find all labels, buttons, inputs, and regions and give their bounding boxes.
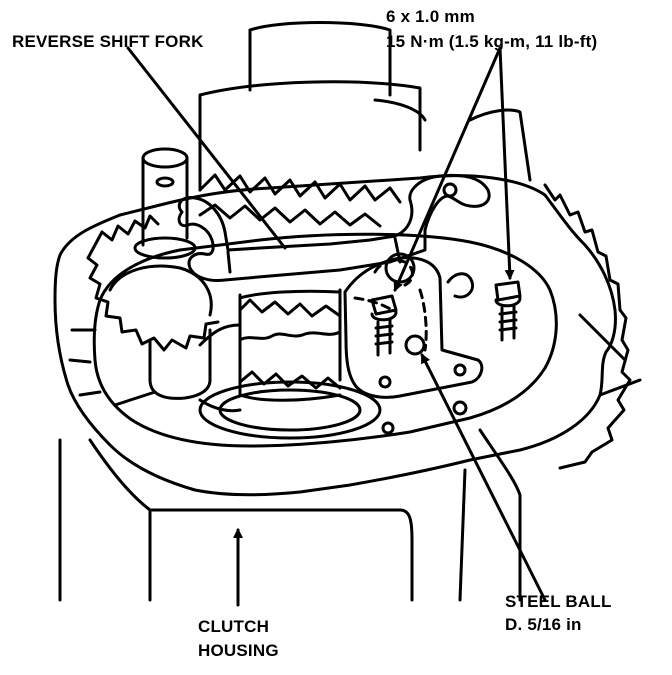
gear-teeth [198,173,402,204]
leader-reverse-fork [126,46,287,250]
leader-steel-ball [420,353,547,602]
clutch-housing-body [88,438,467,602]
bearing-race [198,380,382,440]
gear-stack [238,288,342,397]
mainshaft-housing [198,80,422,192]
leader-bolt-right [498,46,515,280]
reverse-shift-fork [177,173,491,282]
bracket-bolt-left [370,294,398,316]
label-steel-ball-size: D. 5/16 in [505,615,582,634]
steel-ball [404,334,426,356]
leader-bolt-left [393,46,502,292]
flange-ring [92,232,558,448]
bracket-bolt-right [494,280,522,302]
label-bolt-size: 6 x 1.0 mm [386,7,475,26]
label-steel-ball: STEEL BALL [505,592,612,611]
interlock-bracket [343,256,484,399]
label-reverse-shift-fork: REVERSE SHIFT FORK [12,32,204,51]
idler-gear [86,214,220,352]
casing-edge [543,183,632,470]
label-housing: HOUSING [198,641,279,660]
idler-shaft-top [141,147,189,169]
label-clutch: CLUTCH [198,617,270,636]
label-bolt-torque: 15 N·m (1.5 kg-m, 11 lb-ft) [386,32,598,51]
